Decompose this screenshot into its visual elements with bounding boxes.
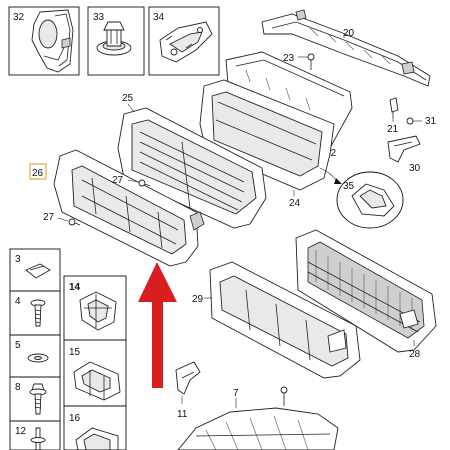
callout-25: 25 <box>122 93 134 104</box>
inset-35 <box>319 167 404 229</box>
part-27-lower <box>57 217 81 226</box>
part-20 <box>261 9 431 87</box>
callout-21: 21 <box>387 124 399 135</box>
inset-3-label: 3 <box>15 254 21 265</box>
part-11 <box>175 361 201 404</box>
part-31 <box>406 117 422 125</box>
part-27-upper <box>127 179 151 187</box>
red-arrow-head <box>138 262 177 302</box>
inset-33-label: 33 <box>93 12 105 23</box>
inset-12: 12 <box>9 420 61 450</box>
callout-26-highlight <box>29 163 47 180</box>
inset-3: 3 <box>9 248 61 292</box>
callout-24: 24 <box>289 198 301 209</box>
part-7 <box>177 386 339 450</box>
inset-4: 4 <box>9 290 61 336</box>
inset-5: 5 <box>9 334 61 378</box>
callout-30: 30 <box>409 163 421 174</box>
inset-16-label: 16 <box>69 413 81 424</box>
inset-14-label: 14 <box>69 282 81 293</box>
inset-34: 34 <box>148 6 220 76</box>
part-28 <box>295 229 437 353</box>
inset-34-label: 34 <box>153 12 165 23</box>
callout-22: 22 <box>325 148 337 159</box>
callout-26: 26 <box>32 168 44 179</box>
part-24 <box>199 79 335 196</box>
callout-20: 20 <box>343 28 355 39</box>
callout-31: 31 <box>425 116 437 127</box>
inset-15: 15 <box>63 339 127 407</box>
callout-23: 23 <box>283 53 295 64</box>
inset-12-label: 12 <box>15 426 27 437</box>
callout-11: 11 <box>177 409 188 420</box>
part-25 <box>117 103 267 229</box>
inset-33: 33 <box>87 6 145 76</box>
inset-8-label: 8 <box>15 382 21 393</box>
part-26 <box>53 149 205 267</box>
inset-32: 32 <box>8 6 80 76</box>
part-23 <box>298 53 315 70</box>
inset-4-label: 4 <box>15 296 21 307</box>
callout-27-lower: 27 <box>43 212 55 223</box>
inset-16: 16 <box>63 405 127 450</box>
red-arrow-indicator <box>138 262 177 388</box>
red-arrow-shaft <box>152 298 163 388</box>
inset-8: 8 <box>9 376 61 422</box>
callout-28: 28 <box>409 349 421 360</box>
callout-7: 7 <box>233 388 239 399</box>
inset-32-label: 32 <box>13 12 25 23</box>
part-21 <box>389 97 399 122</box>
callout-27-upper: 27 <box>112 175 124 186</box>
inset-5-label: 5 <box>15 340 21 351</box>
part-29 <box>204 261 361 379</box>
inset-15-label: 15 <box>69 347 81 358</box>
part-30 <box>387 135 421 163</box>
inset-35-label: 35 <box>343 181 355 192</box>
inset-14: 14 <box>63 275 127 341</box>
callout-29: 29 <box>192 294 204 305</box>
